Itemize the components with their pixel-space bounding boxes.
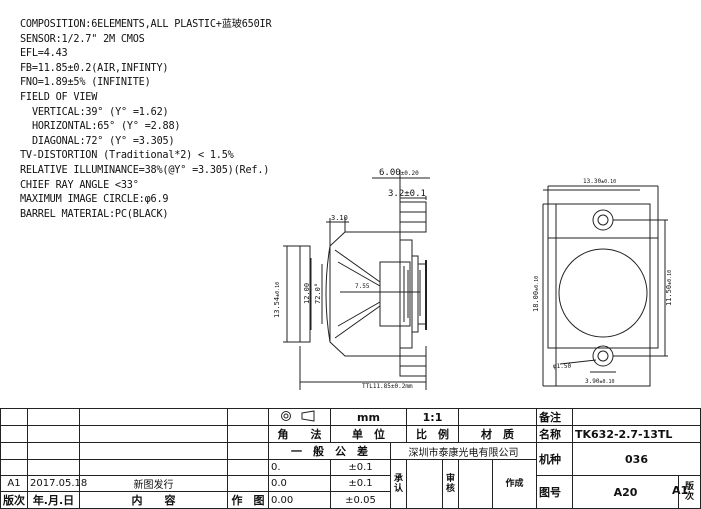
tol-row-2-a: 0.0 bbox=[268, 475, 331, 492]
hdr-content: 内 容 bbox=[79, 491, 228, 509]
dim-text-390: 3.90±0.10 bbox=[585, 378, 615, 385]
angle-label: 角 法 bbox=[268, 425, 331, 443]
lens-front-flange bbox=[299, 245, 311, 343]
tol-row-1-b: ±0.1 bbox=[330, 459, 391, 476]
front-element-curve bbox=[325, 245, 331, 343]
spec-line: MAXIMUM IMAGE CIRCLE:φ6.9 bbox=[20, 194, 169, 206]
rev-value: A1 bbox=[672, 484, 689, 497]
approve-label: 承认 bbox=[390, 459, 407, 509]
lens-cone bbox=[334, 249, 381, 339]
dim-text-phi150: φ1.50 bbox=[553, 363, 571, 370]
lens-aperture-circle bbox=[558, 248, 648, 338]
spec-list: COMPOSITION:6ELEMENTS,ALL PLASTIC+蓝玻650I… bbox=[20, 18, 272, 222]
hdr-date: 年.月.日 bbox=[27, 491, 80, 509]
dim-text-1800: 18.00±0.10 bbox=[532, 276, 540, 312]
title-block: mm 1:1 备注 角 法 单 位 比 例 材 质 名称 TK632-2.7-1… bbox=[0, 408, 701, 509]
spec-line: EFL=4.43 bbox=[20, 48, 68, 60]
dim-text-ttl: TTL11.85±0.2mm bbox=[362, 383, 413, 390]
spec-line: HORIZONTAL:65° (Y° =2.88) bbox=[32, 121, 181, 133]
review-label: 审核 bbox=[442, 459, 459, 509]
tol-row-2-b: ±0.1 bbox=[330, 475, 391, 492]
dim-text-600: 6.00±0.20 bbox=[379, 168, 419, 178]
spec-line: FB=11.85±0.2(AIR,INFINTY) bbox=[20, 62, 169, 74]
spec-line: FIELD OF VIEW bbox=[20, 91, 98, 103]
unit-value: mm bbox=[330, 408, 407, 426]
spec-line: TV-DISTORTION (Traditional*2) < 1.5% bbox=[20, 150, 234, 162]
mount-hole-top bbox=[592, 209, 614, 231]
spec-line: SENSOR:1/2.7" 2M CMOS bbox=[20, 33, 145, 45]
lens-holder-body bbox=[547, 237, 659, 349]
drawing-no-value: A20 bbox=[572, 475, 679, 509]
angle-symbol bbox=[268, 408, 331, 426]
dim-text-1330: 13.30±0.10 bbox=[583, 178, 616, 185]
dim-text-1150: 11.50±0.10 bbox=[665, 270, 673, 306]
scale-value: 1:1 bbox=[406, 408, 459, 426]
model-label: 机种 bbox=[536, 442, 573, 476]
content-cell: 新图发行 bbox=[79, 475, 228, 492]
dim-leader-phi150 bbox=[559, 359, 597, 365]
hdr-rev: 版次 bbox=[0, 491, 28, 509]
dim-text-720: 72.0° bbox=[314, 283, 322, 304]
spec-line: BARREL MATERIAL:PC(BLACK) bbox=[20, 208, 169, 220]
hdr-author: 作 图 bbox=[227, 491, 269, 509]
material-label: 材 质 bbox=[458, 425, 537, 443]
remark-label: 备注 bbox=[536, 408, 573, 426]
company-name: 深圳市泰康光电有限公司 bbox=[390, 442, 537, 460]
spec-line: DIAGONAL:72° (Y° =3.305) bbox=[32, 135, 175, 147]
model-value: 036 bbox=[572, 442, 701, 476]
dim-text-755: 7.55 bbox=[355, 283, 370, 290]
lens-rear-block bbox=[379, 261, 411, 327]
name-label: 名称 bbox=[536, 425, 573, 443]
tol-row-3-a: 0.00 bbox=[268, 491, 331, 509]
rev-cell: A1 bbox=[0, 475, 28, 492]
general-tolerance-label: 一 般 公 差 bbox=[268, 442, 391, 460]
spec-line: COMPOSITION:6ELEMENTS,ALL PLASTIC+蓝玻650I… bbox=[20, 19, 272, 30]
dim-text-310: 3.10 bbox=[331, 214, 348, 222]
date-cell: 2017.05.18 bbox=[27, 475, 87, 492]
spec-line: CHIEF RAY ANGLE <33° bbox=[20, 179, 139, 191]
dim-text-1200: 12.00 bbox=[303, 283, 311, 304]
spec-line: VERTICAL:39° (Y° =1.62) bbox=[32, 106, 169, 118]
make-label: 作成 bbox=[492, 459, 537, 509]
mount-hole-bottom bbox=[592, 345, 614, 367]
ratio-label: 比 例 bbox=[406, 425, 459, 443]
lens-barrel-outline bbox=[329, 231, 401, 357]
tol-row-3-b: ±0.05 bbox=[330, 491, 391, 509]
spec-line: RELATIVE ILLUMINANCE=38%(@Y° =3.305)(Ref… bbox=[20, 164, 270, 176]
lens-holder-outline bbox=[555, 203, 651, 387]
dim-text-1354: 13.54±0.10 bbox=[273, 282, 281, 318]
lens-drawing: 6.00±0.20 3.2±0.1 3.10 13.54±0.10 12.00 … bbox=[273, 168, 673, 390]
rev-label: 版次 bbox=[678, 475, 701, 509]
drawing-no-label: 图号 bbox=[536, 475, 573, 509]
dim-text-32: 3.2±0.1 bbox=[388, 189, 426, 199]
tol-row-1-a: 0. bbox=[268, 459, 331, 476]
spec-line: FNO=1.89±5% (INFINITE) bbox=[20, 77, 151, 89]
unit-label: 单 位 bbox=[330, 425, 407, 443]
name-value: TK632-2.7-13TL bbox=[572, 425, 701, 443]
